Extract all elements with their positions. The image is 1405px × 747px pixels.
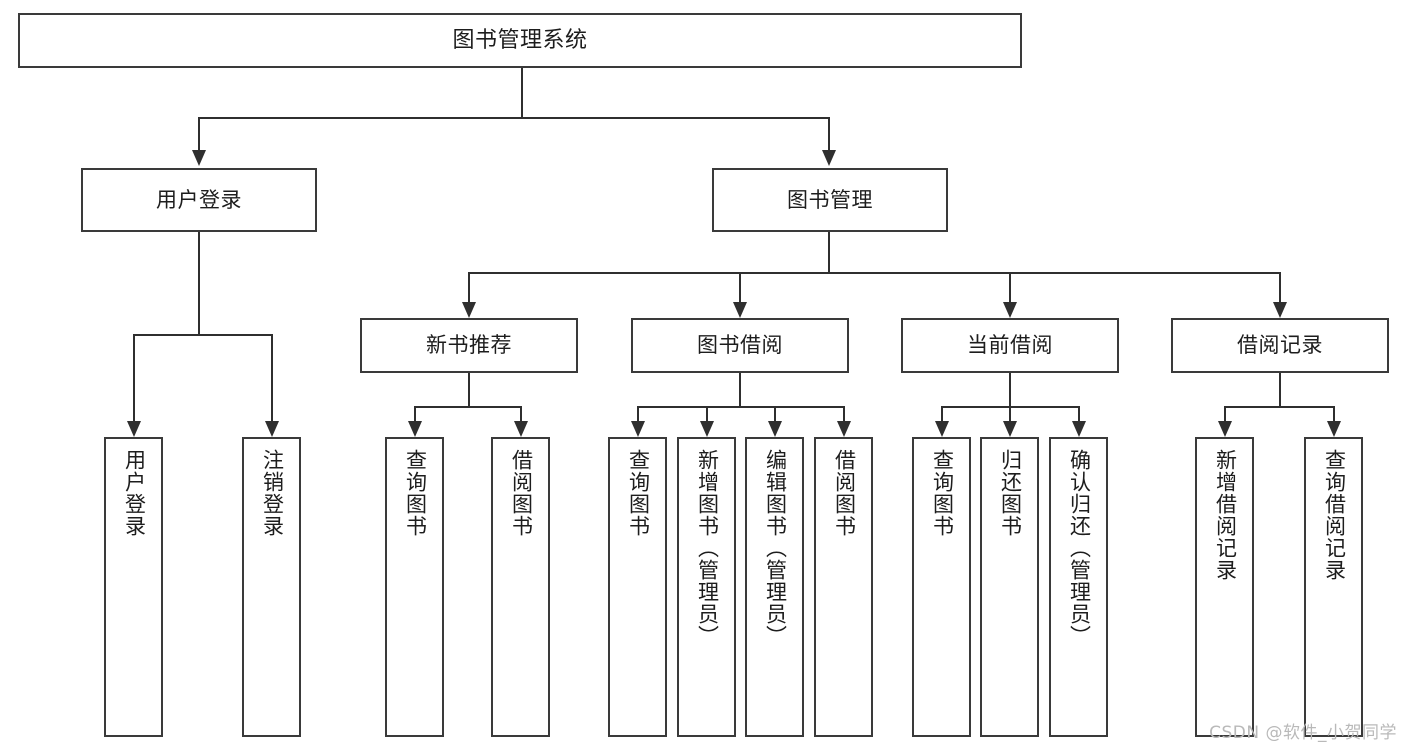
connector-cb-to-leaf-2 bbox=[1009, 406, 1011, 421]
leaf-current-borrow-confirm-return[interactable]: 确认归还（管理员） bbox=[1049, 437, 1108, 737]
connector-bm-to-current-borrow bbox=[1009, 272, 1011, 302]
connector-book-borrow-bus bbox=[637, 406, 845, 408]
connector-new-book-bus bbox=[414, 406, 522, 408]
connector-br-to-leaf-2 bbox=[1333, 406, 1335, 421]
arrowhead-bm-current-borrow bbox=[1003, 302, 1017, 318]
connector-user-login-stem bbox=[198, 232, 200, 335]
leaf-new-book-borrow-book[interactable]: 借阅图书 bbox=[491, 437, 550, 737]
node-label: 用户登录 bbox=[122, 449, 147, 537]
connector-user-login-bus bbox=[133, 334, 272, 336]
arrowhead-cb-leaf-3 bbox=[1072, 421, 1086, 437]
connector-current-borrow-stem bbox=[1009, 373, 1011, 407]
arrowhead-cb-leaf-2 bbox=[1003, 421, 1017, 437]
node-label: 注销登录 bbox=[260, 449, 285, 537]
arrowhead-nb-leaf-1 bbox=[408, 421, 422, 437]
node-label: 图书管理系统 bbox=[452, 27, 588, 53]
arrowhead-bm-new-book bbox=[462, 302, 476, 318]
connector-root-stem bbox=[521, 68, 523, 117]
node-label: 编辑图书（管理员） bbox=[763, 449, 788, 647]
connector-book-borrow-stem bbox=[739, 373, 741, 407]
connector-nb-to-leaf-2 bbox=[520, 406, 522, 421]
leaf-new-book-query-book[interactable]: 查询图书 bbox=[385, 437, 444, 737]
leaf-user-login-logout[interactable]: 注销登录 bbox=[242, 437, 301, 737]
connector-nb-to-leaf-1 bbox=[414, 406, 416, 421]
arrowhead-bb-leaf-1 bbox=[631, 421, 645, 437]
arrowhead-bb-leaf-2 bbox=[700, 421, 714, 437]
node-label: 查询图书 bbox=[626, 449, 651, 537]
arrowhead-user-login-leaf-2 bbox=[265, 421, 279, 437]
leaf-current-borrow-query-book[interactable]: 查询图书 bbox=[912, 437, 971, 737]
arrowhead-to-book-management bbox=[822, 150, 836, 166]
leaf-current-borrow-return-book[interactable]: 归还图书 bbox=[980, 437, 1039, 737]
arrowhead-cb-leaf-1 bbox=[935, 421, 949, 437]
connector-root-to-book-management bbox=[828, 117, 830, 150]
node-label: 图书管理 bbox=[787, 187, 873, 212]
leaf-book-borrow-borrow-book[interactable]: 借阅图书 bbox=[814, 437, 873, 737]
connector-new-book-stem bbox=[468, 373, 470, 407]
node-label: 当前借阅 bbox=[967, 333, 1053, 358]
node-new-book-recommend[interactable]: 新书推荐 bbox=[360, 318, 578, 373]
connector-bb-to-leaf-4 bbox=[843, 406, 845, 421]
node-label: 图书借阅 bbox=[697, 333, 783, 358]
connector-borrow-record-bus bbox=[1224, 406, 1335, 408]
node-label: 查询图书 bbox=[403, 449, 428, 537]
connector-cb-to-leaf-1 bbox=[941, 406, 943, 421]
connector-book-management-stem bbox=[828, 232, 830, 273]
node-label: 借阅图书 bbox=[509, 449, 534, 537]
node-root-book-management-system[interactable]: 图书管理系统 bbox=[18, 13, 1022, 68]
leaf-book-borrow-edit-book[interactable]: 编辑图书（管理员） bbox=[745, 437, 804, 737]
leaf-book-borrow-add-book[interactable]: 新增图书（管理员） bbox=[677, 437, 736, 737]
node-label: 新增图书（管理员） bbox=[695, 449, 720, 647]
arrowhead-nb-leaf-2 bbox=[514, 421, 528, 437]
arrowhead-to-user-login bbox=[192, 150, 206, 166]
leaf-book-borrow-query-book[interactable]: 查询图书 bbox=[608, 437, 667, 737]
connector-bm-to-new-book bbox=[468, 272, 470, 302]
arrowhead-br-leaf-1 bbox=[1218, 421, 1232, 437]
node-label: 借阅记录 bbox=[1237, 333, 1323, 358]
leaf-borrow-record-query-record[interactable]: 查询借阅记录 bbox=[1304, 437, 1363, 737]
connector-bm-to-book-borrow bbox=[739, 272, 741, 302]
node-label: 确认归还（管理员） bbox=[1067, 449, 1092, 647]
node-current-borrow[interactable]: 当前借阅 bbox=[901, 318, 1119, 373]
leaf-user-login-login[interactable]: 用户登录 bbox=[104, 437, 163, 737]
connector-bb-to-leaf-2 bbox=[706, 406, 708, 421]
arrowhead-user-login-leaf-1 bbox=[127, 421, 141, 437]
connector-bm-to-borrow-record bbox=[1279, 272, 1281, 302]
connector-cb-to-leaf-3 bbox=[1078, 406, 1080, 421]
connector-br-to-leaf-1 bbox=[1224, 406, 1226, 421]
node-book-management[interactable]: 图书管理 bbox=[712, 168, 948, 232]
node-label: 借阅图书 bbox=[832, 449, 857, 537]
node-label: 归还图书 bbox=[998, 449, 1023, 537]
arrowhead-br-leaf-2 bbox=[1327, 421, 1341, 437]
node-label: 新增借阅记录 bbox=[1213, 449, 1238, 581]
node-label: 查询图书 bbox=[930, 449, 955, 537]
connector-user-login-to-leaf-1 bbox=[133, 334, 135, 421]
arrowhead-bb-leaf-3 bbox=[768, 421, 782, 437]
connector-borrow-record-stem bbox=[1279, 373, 1281, 407]
node-label: 新书推荐 bbox=[426, 333, 512, 358]
node-borrow-record[interactable]: 借阅记录 bbox=[1171, 318, 1389, 373]
leaf-borrow-record-add-record[interactable]: 新增借阅记录 bbox=[1195, 437, 1254, 737]
connector-book-management-bus bbox=[468, 272, 1279, 274]
node-book-borrow[interactable]: 图书借阅 bbox=[631, 318, 849, 373]
node-user-login[interactable]: 用户登录 bbox=[81, 168, 317, 232]
arrowhead-bm-borrow-record bbox=[1273, 302, 1287, 318]
arrowhead-bm-book-borrow bbox=[733, 302, 747, 318]
arrowhead-bb-leaf-4 bbox=[837, 421, 851, 437]
connector-bb-to-leaf-1 bbox=[637, 406, 639, 421]
connector-root-bus bbox=[198, 117, 829, 119]
node-label: 查询借阅记录 bbox=[1322, 449, 1347, 581]
node-label: 用户登录 bbox=[156, 187, 242, 212]
connector-root-to-user-login bbox=[198, 117, 200, 150]
connector-bb-to-leaf-3 bbox=[774, 406, 776, 421]
connector-user-login-to-leaf-2 bbox=[271, 334, 273, 421]
